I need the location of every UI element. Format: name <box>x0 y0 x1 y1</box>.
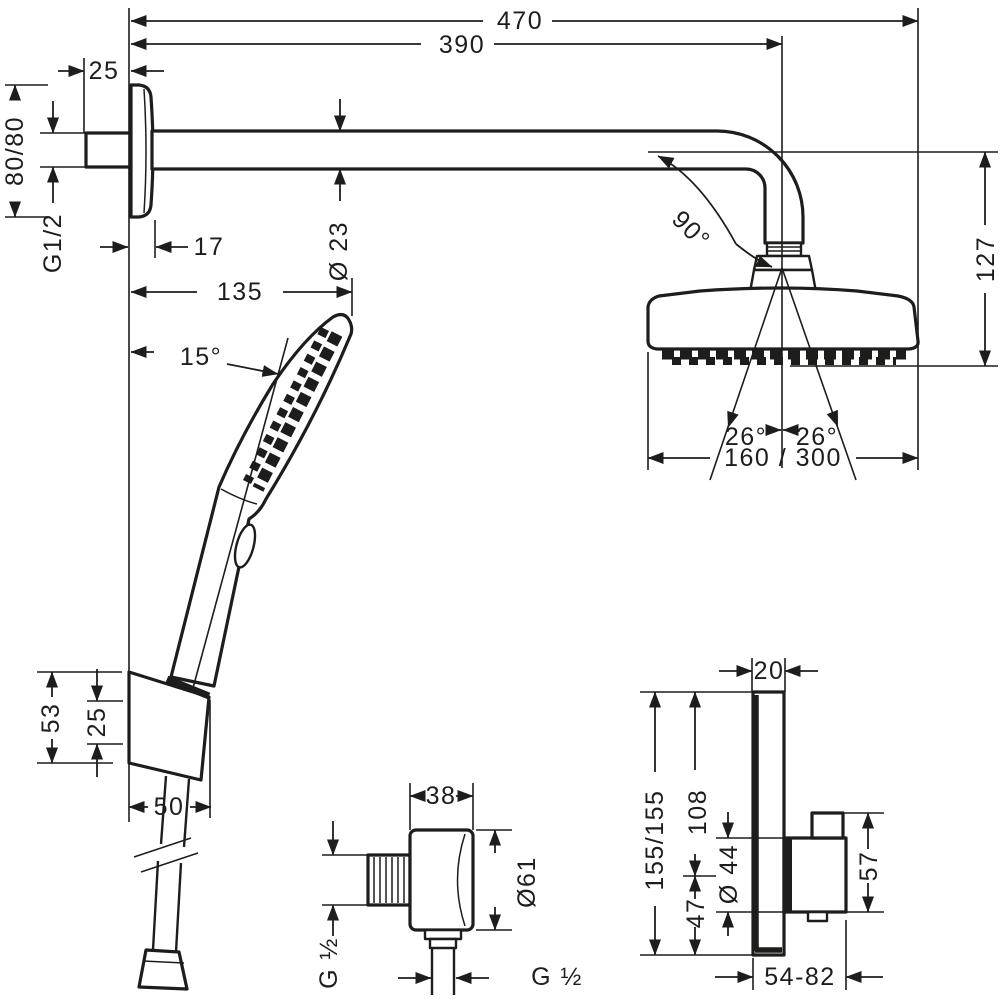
shower-head <box>646 286 920 351</box>
dim-61-label: Ø61 <box>513 856 541 908</box>
dim-26R-label: 26° <box>796 423 838 451</box>
valve-view <box>751 690 848 957</box>
dimension-labels: 470 390 25 80/80 G1/2 17 Ø 23 135 15° 90… <box>1 7 1000 991</box>
dim-90deg-label: 90° <box>666 205 716 255</box>
wall-thread-stub <box>84 131 133 169</box>
dim-90deg-leader <box>735 243 773 268</box>
dim-470-label: 470 <box>497 7 543 35</box>
hand-shower-body <box>169 313 354 688</box>
dim-38-label: 38 <box>426 782 457 810</box>
dim-g12side-label: G ½ <box>315 937 343 989</box>
dim-47-label: 47 <box>682 898 710 929</box>
dim-25-label: 25 <box>89 57 120 85</box>
dim-155-label: 155/155 <box>641 790 669 891</box>
dim-53-label: 53 <box>37 703 65 734</box>
hose-end-fitting <box>137 948 189 991</box>
dim-15deg-label: 15° <box>180 343 222 371</box>
spray-cone-lines <box>709 267 857 481</box>
dim-8080-label: 80/80 <box>1 116 29 186</box>
shower-arm <box>150 129 805 245</box>
valve-handle-top-step <box>810 811 845 840</box>
dim-arm-dia-label: Ø 23 <box>325 221 353 281</box>
hand-shower-nozzles-row1 <box>252 331 343 492</box>
dim-44-label: Ø 44 <box>715 844 743 904</box>
dim-g12bot-label: G ½ <box>531 963 583 991</box>
dim-5482-label: 54-82 <box>764 963 835 991</box>
dim-50-label: 50 <box>154 793 185 821</box>
dim-20-label: 20 <box>754 657 785 685</box>
hose-lower <box>151 860 183 953</box>
dim-90deg-arc <box>657 155 737 245</box>
wall-escutcheon <box>129 83 155 219</box>
hose-fitting-band <box>142 960 185 964</box>
outlet-face-curve <box>456 833 466 927</box>
dim-17-label: 17 <box>194 233 225 261</box>
outlet-neck <box>428 937 458 950</box>
holder-clamp-band <box>165 675 211 700</box>
hand-shower-axis-line <box>192 337 289 689</box>
holder-view <box>127 670 211 991</box>
dim-57-label: 57 <box>855 851 883 882</box>
dim-g12-label: G1/2 <box>39 213 67 273</box>
hand-shower-select-button <box>233 523 257 569</box>
outlet-body <box>408 828 475 932</box>
extension-lines-top-view <box>5 8 998 822</box>
spray-line-left-arrow <box>727 410 739 428</box>
wall-outlet-view <box>366 828 475 995</box>
dim-135-label: 135 <box>217 278 263 306</box>
escutcheon-dome-line <box>143 88 147 214</box>
dimension-lines <box>9 15 991 984</box>
spray-line-right-arrow <box>826 409 838 427</box>
hose-upper <box>159 775 191 848</box>
dim-108-label: 108 <box>684 789 712 835</box>
valve-handle-seal-band <box>784 839 792 911</box>
hose-break-symbol <box>133 837 199 873</box>
hand-shower-view <box>169 313 354 688</box>
extension-lines-holder <box>37 671 211 818</box>
overhead-shower-view <box>84 83 920 365</box>
outlet-thread-hatching <box>373 857 405 903</box>
outlet-pipe <box>430 948 456 995</box>
arm-nut <box>765 241 803 258</box>
arm-nut-ridges <box>768 246 800 252</box>
valve-handle-bottom-tab <box>806 910 829 923</box>
dim-25h-label: 25 <box>83 707 111 738</box>
dim-26L-label: 26° <box>725 423 767 451</box>
valve-handle-body <box>782 836 848 914</box>
dim-160300-label: 160 / 300 <box>724 444 842 472</box>
dim-390-label: 390 <box>439 31 485 59</box>
outlet-lip <box>423 928 463 941</box>
dim-127-label: 127 <box>972 236 1000 282</box>
dim-15deg-leader <box>226 363 279 377</box>
hand-shower-neck-line <box>220 488 258 505</box>
outlet-thread-stub <box>366 853 412 907</box>
